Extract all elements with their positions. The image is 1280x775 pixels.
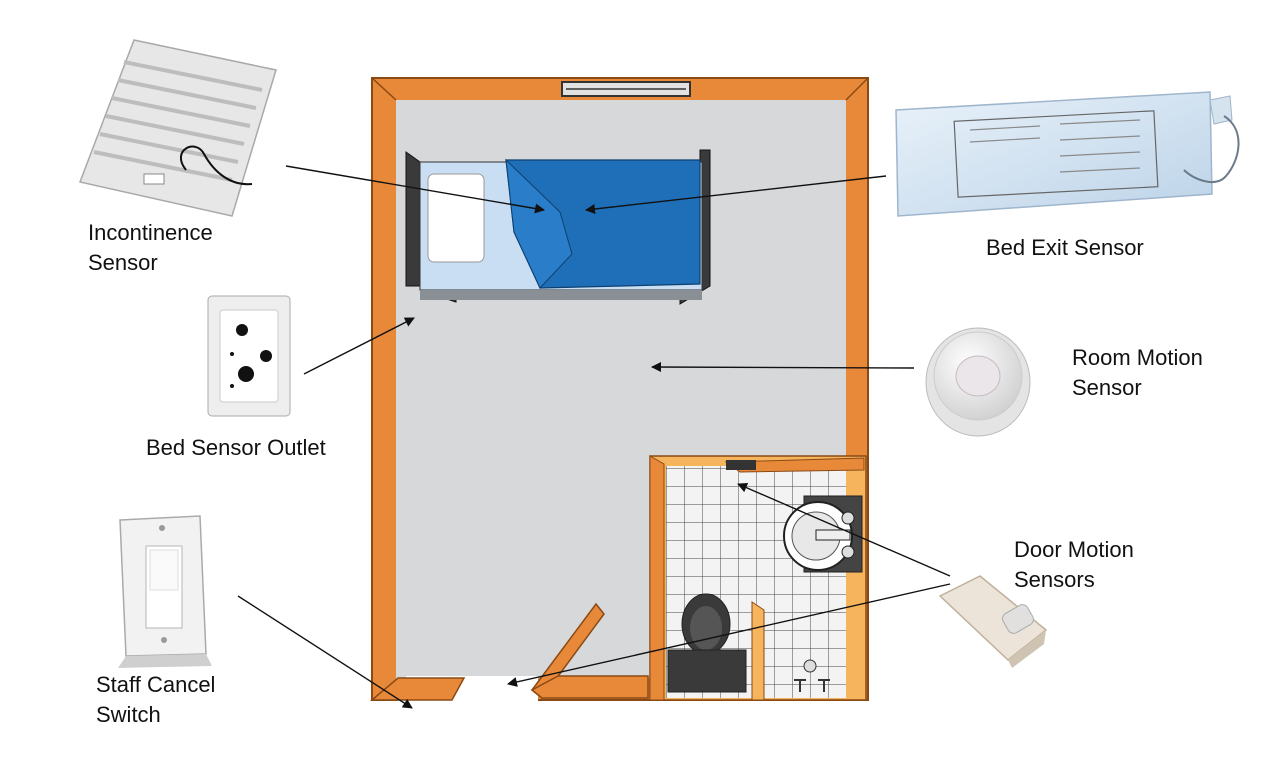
incontinence-sensor-image: [78, 39, 277, 217]
room-motion-sensor-image: [925, 327, 1031, 437]
shower-fixture: [794, 659, 830, 692]
toilet: [667, 593, 747, 693]
label-bed-exit-sensor: Bed Exit Sensor: [986, 235, 1144, 260]
label-incontinence-line2: Sensor: [88, 250, 158, 275]
label-room-motion-line1: Room Motion: [1072, 345, 1203, 370]
room-floor-plan: [369, 77, 869, 702]
door-slab-left: [369, 677, 466, 701]
label-room-motion-sensor: Room Motion Sensor: [1072, 343, 1203, 403]
label-bed-sensor-outlet: Bed Sensor Outlet: [146, 435, 326, 460]
label-door-motion-line1: Door Motion: [1014, 537, 1134, 562]
arrow-room-motion: [651, 362, 915, 373]
label-room-motion-line2: Sensor: [1072, 375, 1142, 400]
arrow-bed-sensor-outlet: [303, 317, 415, 375]
door-motion-sensor-image: [938, 575, 1048, 668]
arrow-incontinence: [285, 165, 545, 214]
label-staff-cancel-line1: Staff Cancel: [96, 672, 216, 697]
label-staff-cancel-switch: Staff Cancel Switch: [96, 670, 215, 730]
label-incontinence-sensor: Incontinence Sensor: [88, 218, 213, 278]
bed-exit-sensor-image: [895, 91, 1240, 217]
staff-cancel-switch-image: [118, 515, 212, 668]
label-door-motion-line2: Sensors: [1014, 567, 1095, 592]
label-door-motion-sensors: Door Motion Sensors: [1014, 535, 1134, 595]
pillow: [427, 173, 485, 263]
bed: [405, 149, 711, 305]
label-incontinence-line1: Incontinence: [88, 220, 213, 245]
arrow-bed-exit: [585, 175, 887, 214]
arrow-door-motion-room: [507, 583, 951, 687]
sink: [783, 495, 863, 573]
arrows: [237, 165, 951, 709]
bed-sensor-outlet-image: [207, 295, 291, 417]
bathroom: [649, 455, 867, 701]
arrow-door-motion-bathroom: [737, 482, 951, 577]
arrow-staff-cancel: [237, 595, 413, 709]
label-staff-cancel-line2: Switch: [96, 702, 161, 727]
